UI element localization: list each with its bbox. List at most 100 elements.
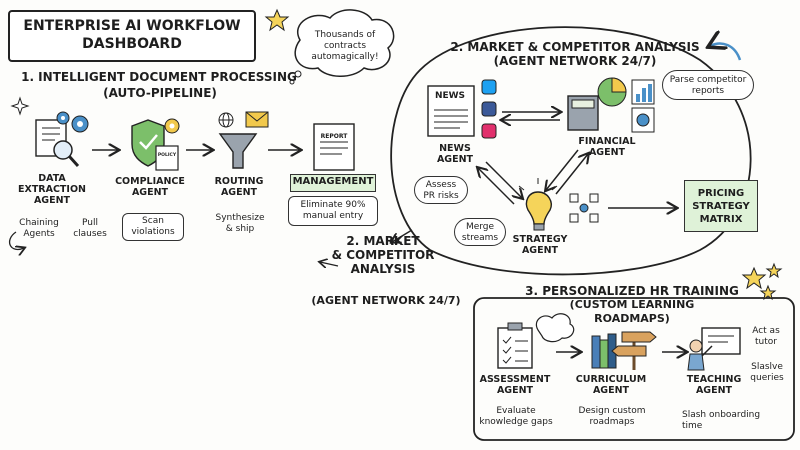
funnel-icon	[218, 133, 258, 169]
envelope-icon	[245, 111, 269, 128]
label-line: MATRIX	[699, 214, 743, 225]
financial-agent-label: FINANCIAL AGENT	[572, 136, 642, 158]
note-line: Chaining	[19, 218, 59, 228]
note-line: Eliminate 90%	[300, 200, 366, 210]
note-line: clauses	[73, 229, 107, 239]
note-line: streams	[461, 233, 499, 243]
solve-queries-note: Slaslve queries	[744, 362, 790, 384]
label-line: COMPLIANCE	[115, 176, 185, 187]
compliance-agent-label: COMPLIANCE AGENT	[110, 176, 190, 198]
newspaper-icon	[427, 85, 475, 137]
act-as-tutor-note: Act as tutor	[746, 326, 786, 348]
assessment-agent-label: ASSESSMENT AGENT	[478, 374, 552, 396]
pull-clauses-note: Pull clauses	[70, 218, 110, 240]
chaining-agents-note: Chaining Agents	[14, 218, 64, 240]
label-line: AGENT	[220, 187, 258, 198]
label-line: PRICING	[697, 188, 745, 199]
note-line: time	[682, 421, 703, 431]
note-line: tutor	[755, 337, 777, 347]
callout-line-2: contracts	[323, 41, 367, 51]
design-roadmaps-note: Design custom roadmaps	[576, 406, 648, 428]
network-nodes-icon	[569, 193, 599, 223]
clipboard-checklist-icon	[497, 322, 533, 369]
section-1-subtitle: (AUTO-PIPELINE)	[103, 86, 217, 100]
label-line: AGENT	[592, 385, 630, 396]
gear-icon	[56, 111, 89, 133]
policy-document-icon	[155, 145, 179, 171]
pie-chart-icon	[597, 77, 627, 107]
title-line: 2. MARKET	[346, 234, 420, 248]
callout-line-1: Thousands of	[314, 30, 376, 40]
section-2-repeat-title: 2. MARKET & COMPETITOR ANALYSIS	[318, 234, 448, 276]
label-line: AGENT	[695, 385, 733, 396]
label-line: ASSESSMENT	[479, 374, 551, 385]
document-search-icon	[35, 119, 80, 168]
star-icon	[264, 8, 290, 32]
label-line: AGENT	[588, 147, 626, 158]
strategy-agent-label: STRATEGY AGENT	[508, 234, 572, 256]
label-line: TEACHING	[686, 374, 742, 385]
policy-label: POLICY	[157, 153, 177, 158]
note-line: knowledge gaps	[479, 417, 553, 427]
label-line: AGENT	[496, 385, 534, 396]
note-line: manual entry	[302, 211, 364, 221]
note-line: Design custom	[578, 406, 646, 416]
label-line: STRATEGY	[512, 234, 568, 245]
evaluate-knowledge-gaps-note: Evaluate knowledge gaps	[476, 406, 556, 428]
arrow-strategy-financial	[555, 154, 588, 195]
scan-violations-note: Scan violations	[122, 213, 184, 241]
note-line: reports	[691, 86, 725, 96]
note-line: roadmaps	[589, 417, 635, 427]
label-line: ROUTING	[214, 176, 264, 187]
section-2-subtitle: (AGENT NETWORK 24/7)	[493, 54, 657, 68]
note-line: Act as	[752, 326, 780, 336]
label-line: AGENT	[33, 195, 71, 206]
speech-cloud	[294, 9, 395, 77]
note-line: Pull	[82, 218, 98, 228]
note-line: Merge	[465, 222, 495, 232]
label-line: AGENT	[131, 187, 169, 198]
note-line: Agents	[23, 229, 55, 239]
note-line: Parse competitor	[669, 75, 747, 85]
calculator-icon	[567, 95, 599, 131]
note-line: violations	[131, 227, 175, 237]
merge-streams-note: Merge streams	[454, 218, 506, 246]
title-line-2: DASHBOARD	[82, 36, 182, 52]
callout-line-3: automagically!	[311, 52, 379, 62]
title-line-1: ENTERPRISE AI WORKFLOW	[23, 18, 241, 34]
label-line: NEWS	[439, 143, 471, 154]
note-line: Slash onboarding	[682, 410, 761, 420]
note-line: Scan	[142, 216, 164, 226]
synthesize-ship-note: Synthesize & ship	[208, 213, 272, 235]
pricing-strategy-matrix-box: PRICING STRATEGY MATRIX	[684, 180, 758, 232]
management-badge: MANAGEMENT	[290, 174, 376, 192]
section-3-subtitle: (CUSTOM LEARNING ROADMAPS)	[569, 298, 695, 325]
section-1-title: 1. INTELLIGENT DOCUMENT PROCESSING	[21, 70, 297, 84]
section-2-title: 2. MARKET & COMPETITOR ANALYSIS	[450, 40, 700, 54]
loop-arrow-icon	[710, 44, 742, 61]
thought-cloud-icon	[535, 313, 575, 343]
note-line: Synthesize	[215, 213, 265, 223]
label-line: EXTRACTION	[18, 184, 86, 195]
curriculum-agent-label: CURRICULUM AGENT	[574, 374, 648, 396]
assess-pr-risks-note: Assess PR risks	[414, 176, 468, 204]
note-line: Slaslve	[751, 362, 783, 372]
bar-chart-icon	[631, 79, 655, 105]
teaching-agent-label: TEACHING AGENT	[682, 374, 746, 396]
note-line: queries	[750, 373, 784, 383]
note-line: PR risks	[423, 191, 459, 201]
label-line: FINANCIAL	[578, 136, 636, 147]
news-agent-label: NEWS AGENT	[428, 143, 482, 165]
contracts-callout: Thousands of contracts automagically!	[302, 30, 388, 63]
note-line: & ship	[225, 224, 255, 234]
section-3-title: 3. PERSONALIZED HR TRAINING	[525, 284, 739, 298]
parse-competitor-reports-note: Parse competitor reports	[662, 70, 754, 100]
lightbulb-icon	[518, 178, 558, 231]
label-line: AGENT	[436, 154, 474, 165]
gear-icon	[164, 118, 180, 134]
report-label: REPORT	[320, 133, 348, 140]
hr-training-frame	[473, 297, 795, 441]
signpost-icon	[611, 331, 657, 370]
routing-agent-label: ROUTING AGENT	[204, 176, 274, 198]
